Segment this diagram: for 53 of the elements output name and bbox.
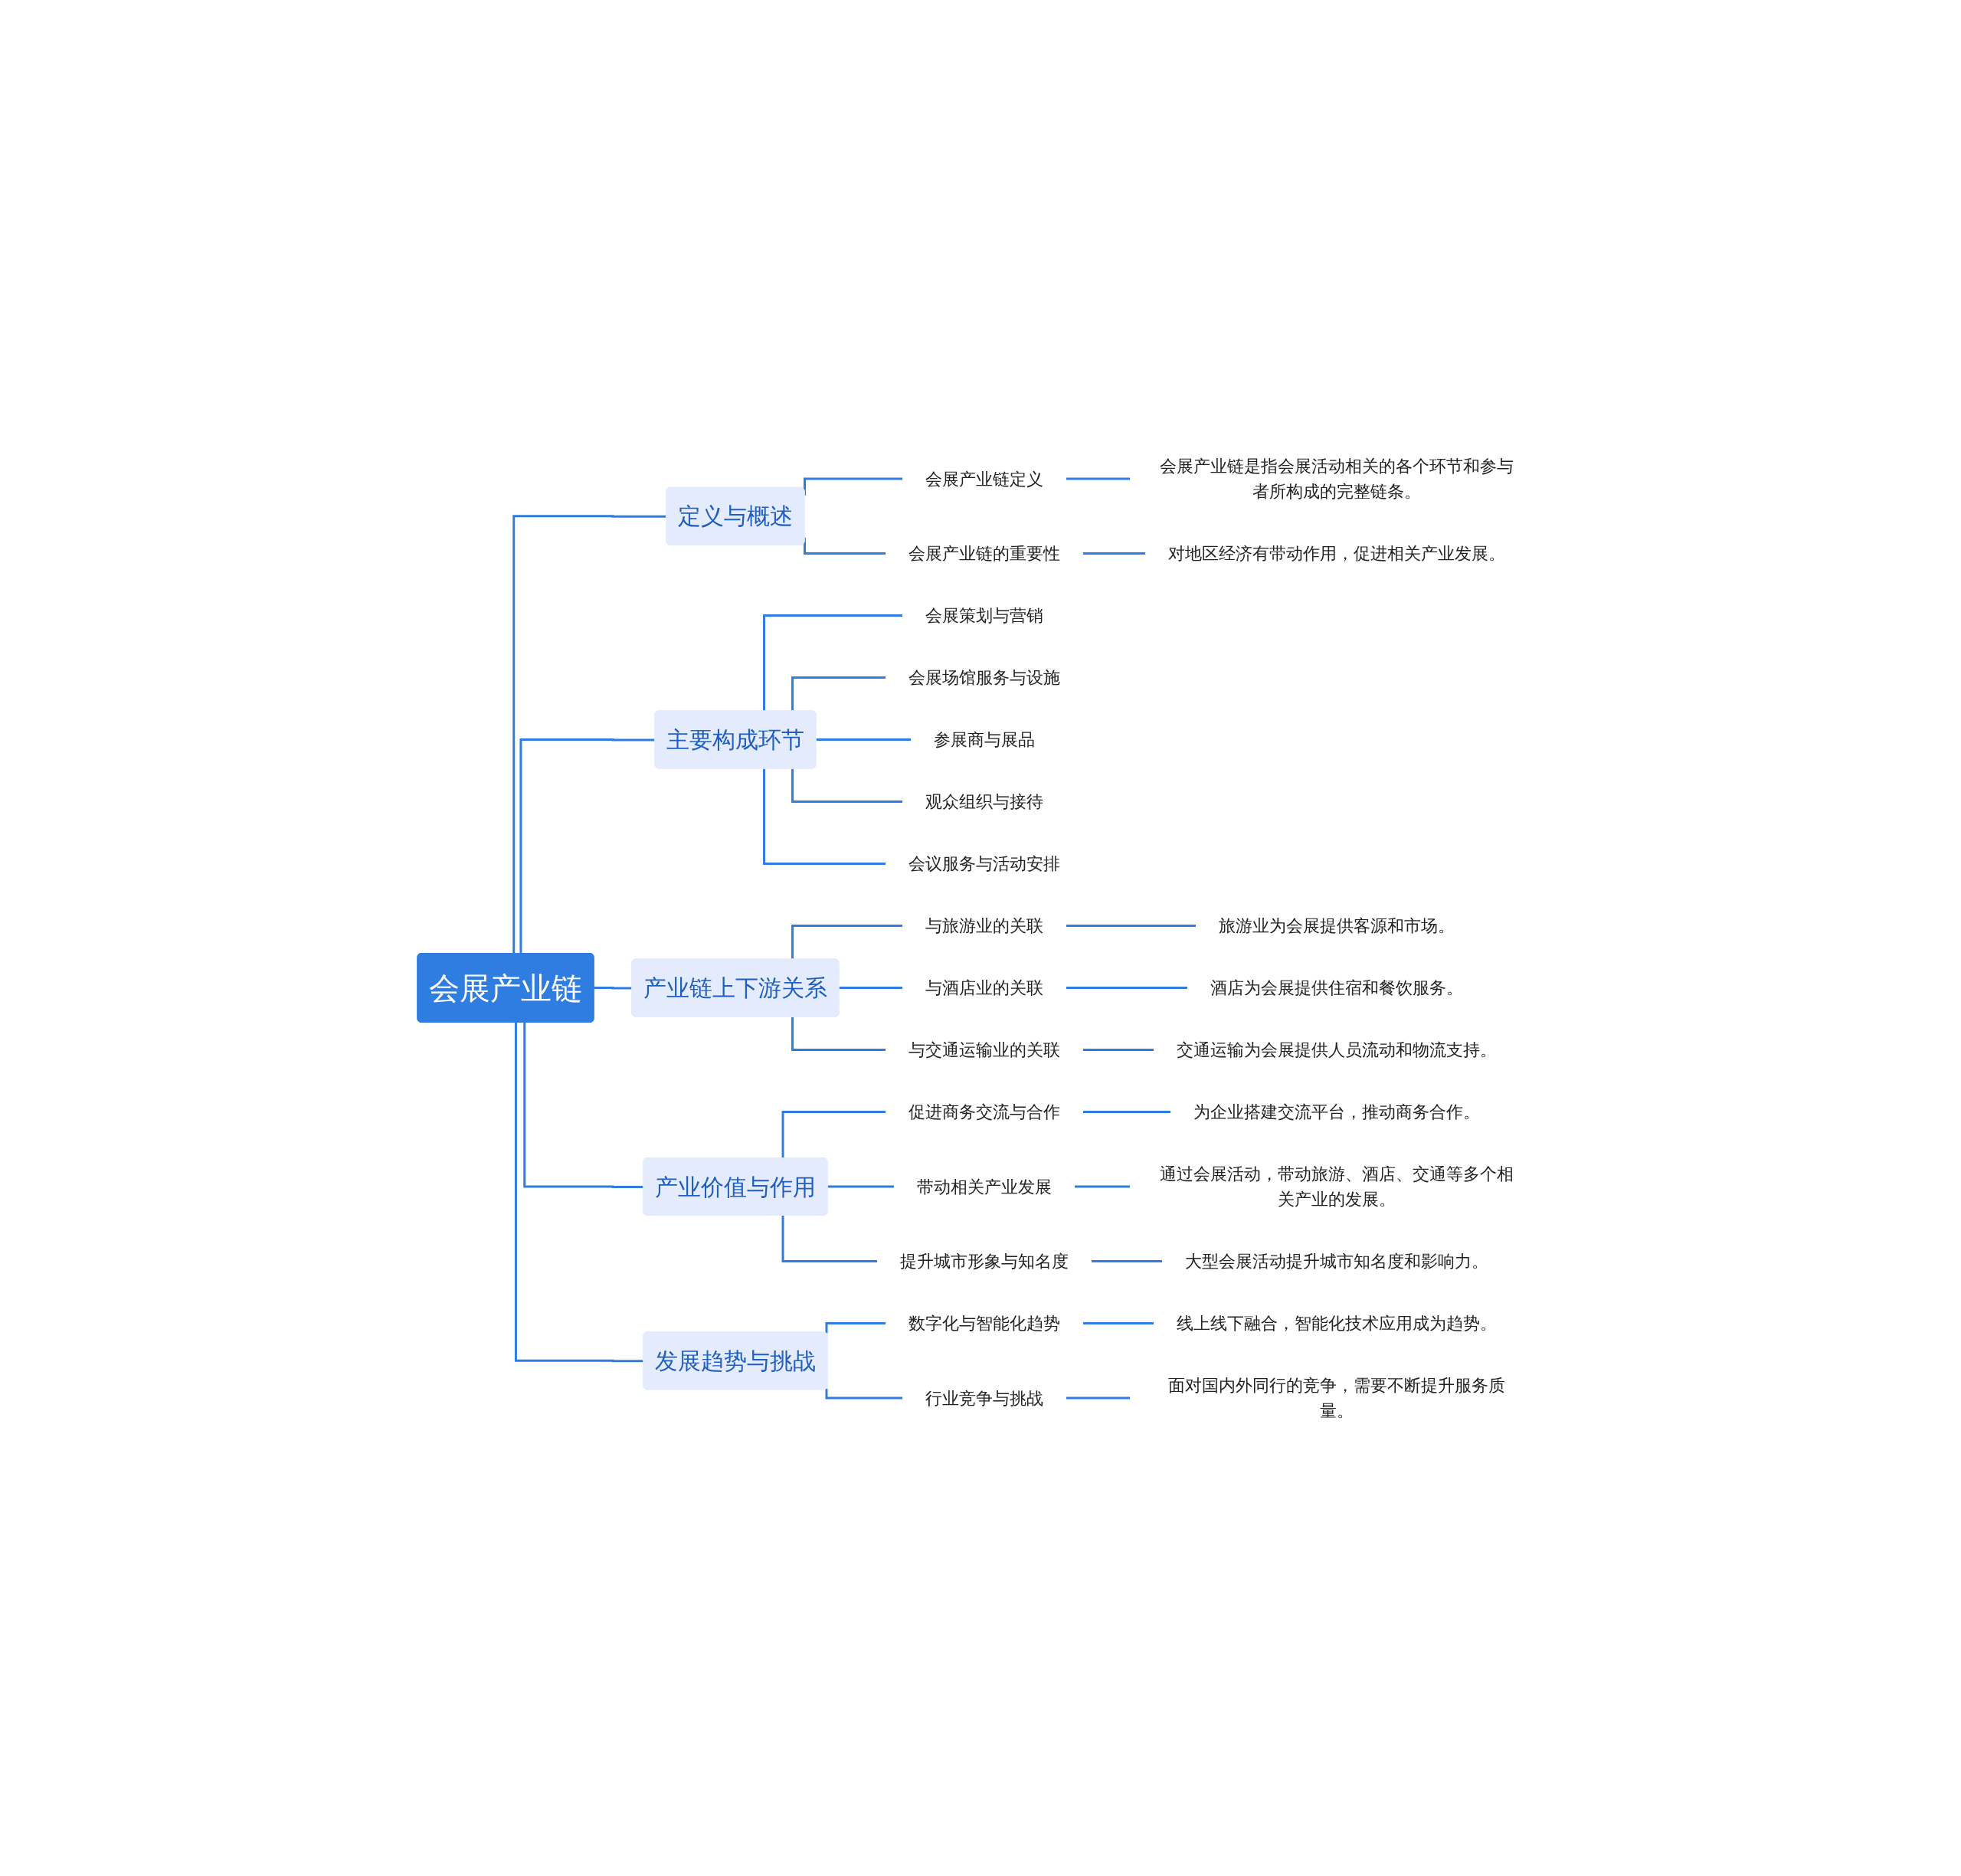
connector — [825, 1321, 886, 1334]
connector — [1082, 1110, 1170, 1113]
connector — [815, 738, 911, 741]
node-text: 与酒店业的关联 — [925, 977, 1043, 997]
node-text: 大型会展活动提升城市知名度和影响力。 — [1185, 1251, 1488, 1271]
node-text: 与交通运输业的关联 — [908, 1039, 1060, 1059]
node-text: 酒店为会展提供住宿和餐饮服务。 — [1210, 977, 1463, 997]
node-text: 会展产业链的重要性 — [908, 543, 1060, 563]
node-text: 面对国内外同行的竞争，需要不断提升服务质量。 — [1168, 1375, 1505, 1420]
node-text: 对地区经济有带动作用，促进相关产业发展。 — [1168, 543, 1505, 563]
node-text: 会展产业链是指会展活动相关的各个环节和参与者所构成的完整链条。 — [1160, 456, 1514, 501]
connector — [593, 986, 633, 989]
node-text: 行业竞争与挑战 — [925, 1388, 1043, 1407]
connector — [512, 514, 667, 954]
node-text: 线上线下融合，智能化技术应用成为趋势。 — [1177, 1313, 1497, 1333]
connector — [791, 676, 886, 711]
node-text: 与旅游业的关联 — [925, 915, 1043, 935]
node-text: 会展产业链定义 — [925, 469, 1043, 488]
node-text: 为企业搭建交流平台，推动商务合作。 — [1193, 1102, 1480, 1121]
connector — [1082, 1321, 1154, 1324]
connector — [1073, 1185, 1130, 1187]
connector — [1065, 986, 1187, 989]
connector — [519, 738, 656, 954]
connector — [838, 986, 902, 989]
connector — [763, 768, 886, 865]
node-text: 会展策划与营销 — [925, 605, 1043, 625]
connector — [781, 1110, 886, 1158]
connector — [827, 1185, 894, 1188]
connector — [523, 1022, 644, 1188]
connector — [763, 614, 902, 711]
node-text: 交通运输为会展提供人员流动和物流支持。 — [1177, 1039, 1497, 1059]
node-text: 通过会展活动，带动旅游、酒店、交通等多个相关产业的发展。 — [1160, 1164, 1514, 1209]
connector — [1090, 1259, 1162, 1262]
connector — [791, 1017, 886, 1051]
node-text: 提升城市形象与知名度 — [900, 1251, 1069, 1271]
connector — [1082, 552, 1145, 555]
connector — [781, 1215, 877, 1262]
node-text: 旅游业为会展提供客源和市场。 — [1219, 915, 1455, 935]
connector — [514, 1022, 644, 1362]
connector — [791, 768, 902, 803]
node-text: 数字化与智能化趋势 — [908, 1313, 1060, 1333]
node-text: 会展场馆服务与设施 — [908, 667, 1060, 687]
connector — [1065, 1396, 1130, 1399]
node-text: 带动相关产业发展 — [917, 1177, 1052, 1196]
connector — [825, 1388, 902, 1399]
node-text: 会议服务与活动安排 — [908, 853, 1060, 873]
connector — [791, 924, 902, 959]
node-text: 参展商与展品 — [934, 729, 1035, 749]
connector — [1065, 924, 1196, 927]
connector — [1082, 1048, 1154, 1051]
node-text: 促进商务交流与合作 — [908, 1102, 1060, 1121]
connector — [1065, 477, 1130, 480]
node-text: 观众组织与接待 — [925, 791, 1043, 811]
